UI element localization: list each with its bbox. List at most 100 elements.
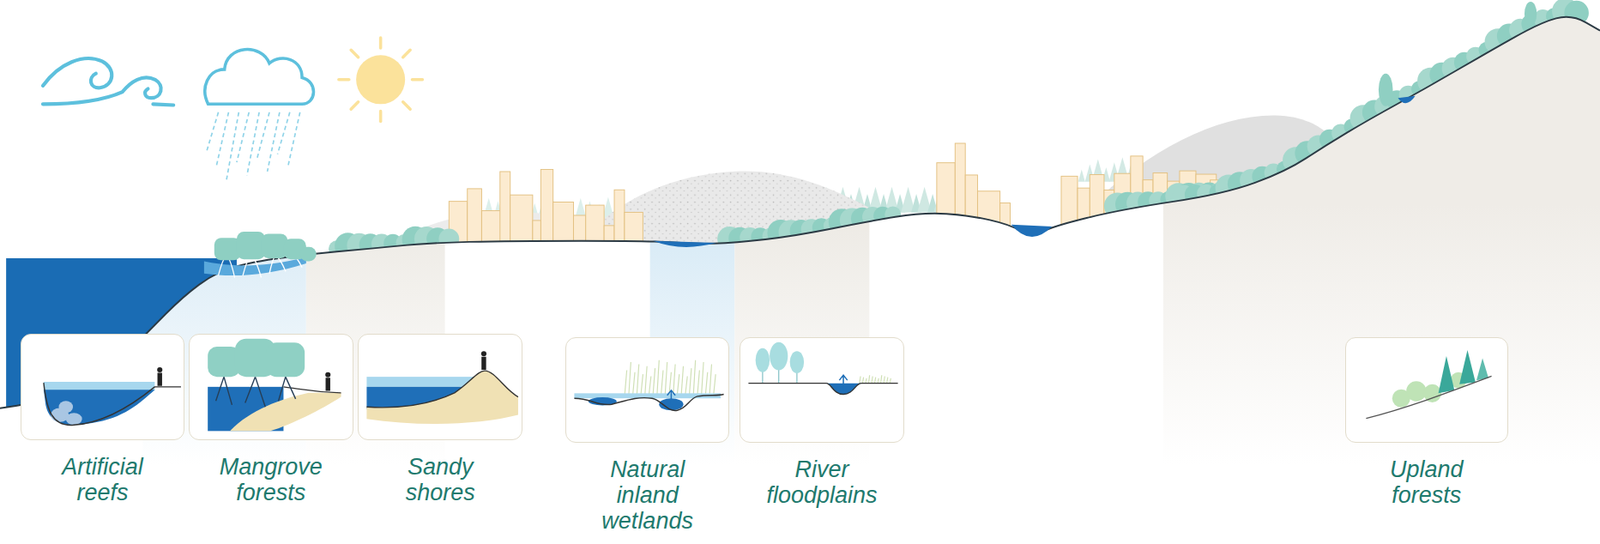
card-illustration — [869, 374, 870, 383]
card-illustration — [657, 359, 659, 394]
card-illustration — [156, 367, 163, 373]
card-illustration — [693, 359, 695, 394]
rain-drop — [247, 112, 260, 176]
habitat-label: Upland forests — [1358, 456, 1496, 508]
cloud-icon — [205, 49, 314, 105]
card-illustration — [881, 374, 882, 383]
card-illustration — [1423, 383, 1442, 402]
card-frame — [739, 337, 904, 444]
card-illustration — [875, 376, 876, 383]
card-frame — [20, 333, 185, 441]
card-illustration — [189, 334, 352, 440]
card-frame — [1345, 337, 1509, 444]
card-illustration — [648, 375, 651, 394]
card-illustration — [482, 356, 487, 370]
sun-ray — [412, 78, 423, 82]
pine-tree — [1078, 169, 1086, 182]
card-illustration — [481, 350, 487, 357]
habitat-label: Sandy shores — [375, 453, 505, 506]
rain-drop — [267, 112, 280, 172]
card-illustration — [705, 371, 707, 394]
card-illustration — [216, 376, 296, 407]
card-illustration — [883, 375, 885, 383]
card-illustration — [645, 365, 647, 394]
habitat-label: Artificial reefs — [38, 453, 168, 506]
card-illustration — [740, 338, 903, 443]
card-illustration — [755, 347, 770, 372]
card-illustration — [865, 377, 867, 383]
card-illustration — [265, 342, 305, 377]
card-illustration — [1459, 350, 1476, 385]
habitat-bands — [143, 0, 1600, 470]
mangrove-canopy — [236, 231, 266, 260]
card-illustration — [1476, 357, 1489, 381]
habitat-card: Mangrove forests — [188, 333, 353, 506]
card-frame — [188, 333, 353, 441]
habitat-card: Sandy shores — [357, 333, 522, 506]
card-illustration — [358, 334, 521, 440]
card-illustration — [877, 377, 879, 383]
sun-ray — [350, 102, 358, 109]
card-illustration — [685, 375, 688, 394]
card-illustration — [661, 369, 664, 394]
card-illustration — [709, 363, 712, 394]
card-illustration — [43, 381, 155, 392]
card-illustration — [859, 375, 861, 383]
wave-icon — [42, 58, 112, 88]
card-illustration — [664, 362, 667, 394]
habitat-band — [1163, 0, 1600, 470]
card-illustration — [21, 334, 184, 440]
card-illustration — [697, 369, 700, 394]
card-illustration — [889, 377, 891, 383]
sun-ray — [338, 78, 350, 82]
card-illustration — [367, 370, 520, 408]
card-illustration — [748, 382, 899, 394]
card-illustration — [871, 375, 873, 383]
card-illustration — [713, 374, 716, 394]
card-illustration — [887, 376, 888, 383]
card-illustration — [156, 372, 162, 386]
water-bodies — [1011, 224, 1053, 237]
card-illustration — [1346, 338, 1508, 443]
card-illustration — [628, 362, 631, 394]
habitat-card: Upland forests — [1345, 337, 1509, 509]
card-illustration — [1406, 380, 1426, 401]
card-frame — [565, 337, 730, 444]
habitat-label: River floodplains — [753, 456, 891, 508]
card-frame — [357, 333, 522, 441]
card-illustration — [66, 412, 83, 425]
rain-drop — [277, 112, 290, 155]
sun-ray — [379, 37, 383, 49]
sun-ray — [350, 49, 358, 57]
card-illustration — [790, 350, 804, 374]
wave-icon — [152, 103, 174, 105]
card-illustration — [624, 369, 627, 394]
card-illustration — [367, 376, 478, 387]
habitat-label: Natural inland wetlands — [591, 456, 704, 534]
card-illustration — [326, 377, 331, 391]
habitat-label: Mangrove forests — [206, 453, 336, 506]
bush — [1524, 1, 1537, 27]
card-illustration — [689, 368, 692, 394]
mangrove-canopy — [300, 247, 317, 262]
rain-drop — [236, 112, 249, 163]
rain-drop — [226, 112, 239, 181]
card-illustration — [839, 374, 848, 391]
sun-ray — [403, 102, 411, 109]
card-illustration — [701, 362, 704, 394]
habitat-card: Natural inland wetlands — [565, 337, 730, 535]
card-illustration — [1365, 375, 1492, 418]
bush — [1378, 73, 1394, 107]
water-bodies — [1397, 96, 1415, 103]
card-illustration — [769, 341, 788, 370]
card-illustration — [573, 393, 724, 411]
mangrove-trees — [204, 231, 317, 278]
rain-drop — [216, 112, 229, 167]
sun-ray — [379, 111, 383, 122]
sun-icon — [356, 54, 405, 104]
card-illustration — [640, 374, 643, 394]
card-illustration — [367, 370, 520, 424]
sun-icon — [338, 37, 423, 122]
card-illustration — [325, 372, 331, 378]
card-illustration — [58, 400, 73, 413]
